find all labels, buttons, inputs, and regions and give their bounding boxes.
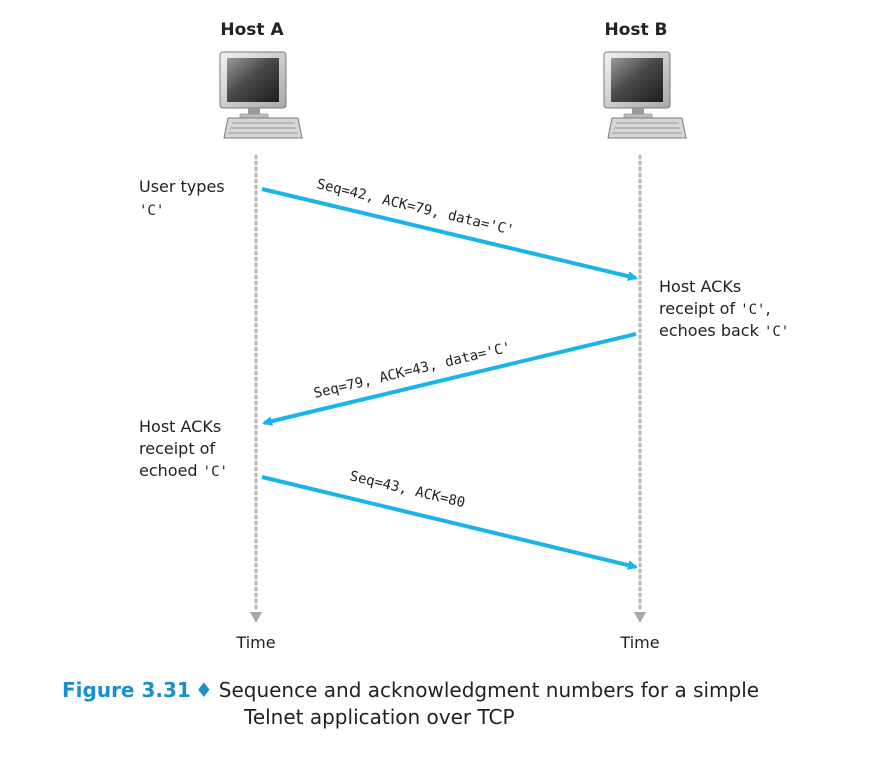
caption-text-line2: Telnet application over TCP [244, 705, 515, 729]
message-arrow-3 [261, 475, 638, 570]
figure-caption: Figure 3.31♦Sequence and acknowledgment … [62, 677, 862, 731]
host-b-time-label: Time [619, 633, 659, 652]
message-arrow-2 [262, 332, 637, 427]
host-a-label: Host A [220, 20, 284, 40]
host-b-label: Host B [604, 20, 667, 40]
figure-number: Figure 3.31 [62, 678, 191, 702]
computer-icon [603, 51, 687, 139]
annotation-host-b-ack: Host ACKs receipt of 'C', echoes back 'C… [659, 277, 789, 340]
diamond-icon: ♦ [194, 678, 213, 702]
host-a-time-label: Time [235, 633, 275, 652]
annotation-user-types: User types 'C' [139, 177, 230, 219]
message-label-3: Seq=43, ACK=80 [348, 468, 467, 511]
computer-icon [219, 51, 303, 139]
host-a-time-arrowhead [250, 612, 262, 623]
message-arrow-1 [261, 187, 638, 282]
host-b-time-arrowhead [634, 612, 646, 623]
caption-text-line1: Sequence and acknowledgment numbers for … [218, 678, 760, 702]
annotation-host-a-ack: Host ACKs receipt of echoed 'C' [139, 417, 228, 480]
